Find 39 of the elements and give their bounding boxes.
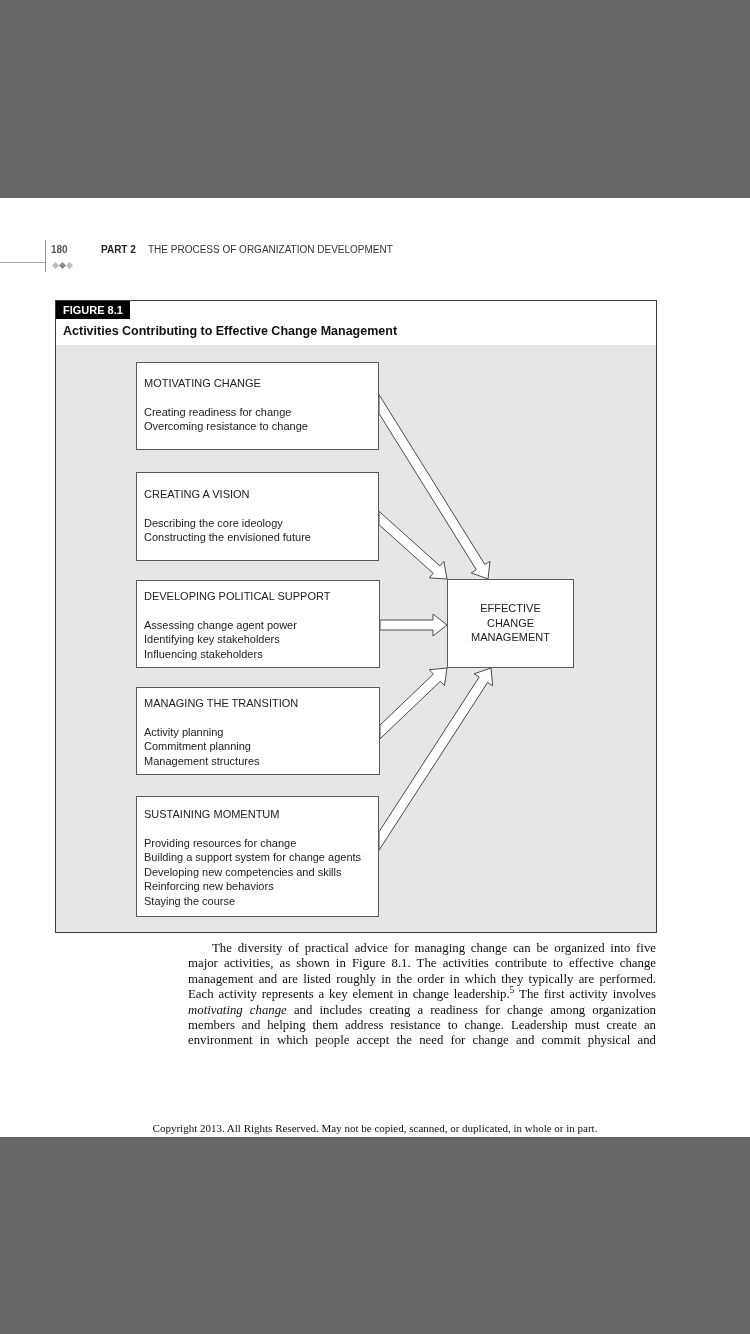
running-head: THE PROCESS OF ORGANIZATION DEVELOPMENT (148, 244, 393, 256)
list-item: Assessing change agent power (144, 617, 297, 632)
list-item: Staying the course (144, 893, 236, 908)
list-item: Management structures (144, 753, 260, 768)
activity-box (136, 686, 380, 775)
list-item: Reinforcing new behaviors (144, 879, 274, 894)
figure-title: Activities Contributing to Effective Change Management (63, 324, 398, 339)
box-heading: MANAGING THE TRANSITION (144, 695, 299, 710)
list-item: Identifying key stakeholders (144, 632, 280, 647)
box-heading: DEVELOPING POLITICAL SUPPORT (144, 588, 331, 603)
page-number: 180 (51, 244, 68, 256)
box-heading: CREATING A VISION (144, 486, 250, 501)
box-heading: MOTIVATING CHANGE (144, 375, 261, 390)
activity-box (136, 471, 379, 561)
list-item: Providing resources for change (144, 835, 297, 850)
list-item: Building a support system for change agents (144, 850, 362, 865)
activity-box (136, 795, 379, 917)
list-item: Developing new competencies and skills (144, 864, 342, 879)
part-label: PART 2 (101, 244, 136, 256)
list-item: Overcoming resistance to change (144, 419, 308, 434)
outcome-box (447, 578, 574, 668)
list-item: Commitment planning (144, 739, 251, 754)
list-item: Influencing stakeholders (144, 646, 263, 661)
arrow (378, 667, 494, 851)
box-heading: SUSTAINING MOMENTUM (144, 806, 280, 821)
activity-box (136, 579, 380, 668)
list-item: Constructing the envisioned future (144, 530, 311, 545)
list-item: Describing the core ideology (144, 515, 283, 530)
list-item: Creating readiness for change (144, 404, 292, 419)
list-item: Activity planning (144, 724, 224, 739)
box-label: EFFECTIVE CHANGE MANAGEMENT (470, 601, 551, 645)
body-paragraph: The diversity of practical advice for managing change can be organized into five major activities, as shown in Figure 8.1. The activities contribute to effective change management and are listed roughly in the order in which they typically are performed. Each activity represents a key element in change leadership.$^{5}$ The first activity involves motivating change and includes creating a readiness for change among organization members and helping them address resistance to change. Leadership must create an environment in which people accept the need for change and commit physical and (188, 941, 656, 1049)
arrow (379, 667, 448, 739)
arrow (379, 613, 448, 636)
arrow (378, 393, 491, 579)
figure-tag: FIGURE 8.1 (56, 301, 130, 319)
activity-box (136, 361, 379, 450)
arrow (378, 510, 448, 579)
copyright-notice: Copyright 2013. All Rights Reserved. May not be copied, scanned, or duplicated, in whole or in part. (152, 1121, 598, 1135)
